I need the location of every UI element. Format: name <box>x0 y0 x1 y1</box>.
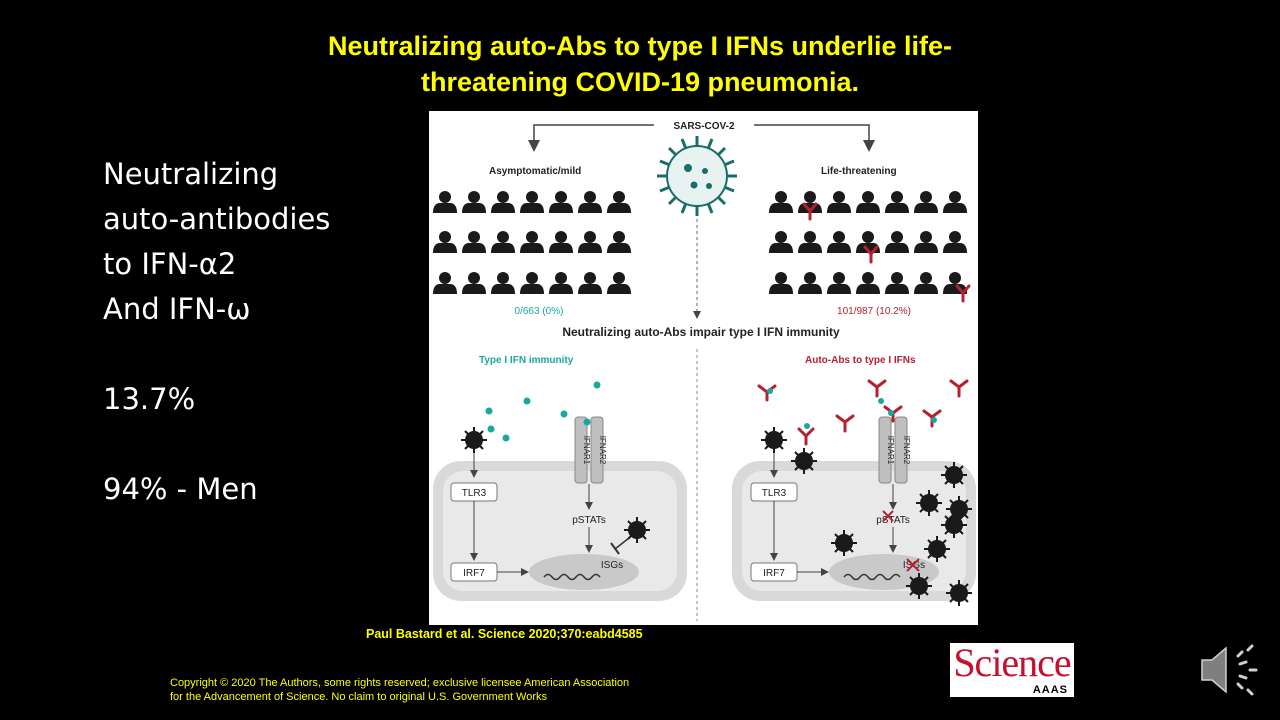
virus-label: SARS-COV-2 <box>673 121 735 132</box>
ifnar1-label: IFNAR1 <box>582 436 591 465</box>
slide-title: Neutralizing auto-Abs to type I IFNs und… <box>200 28 1080 100</box>
right-count: 101/987 (10.2%) <box>837 306 911 317</box>
aaas-logo-text: AAAS <box>1032 684 1068 696</box>
irf7-label-right: IRF7 <box>763 568 785 579</box>
figure-panel: SARS-COV-2 Asymptomatic/mild Life-threat… <box>429 111 978 625</box>
left-panel-title: Type I IFN immunity <box>479 355 574 366</box>
right-panel-title: Auto-Abs to type I IFNs <box>805 355 916 366</box>
left-cell-diagram: IFNAR1 IFNAR2 TLR3 IRF7 pSTATs ISGs <box>433 381 687 601</box>
bullet-line-3: to IFN-α2 <box>103 247 237 281</box>
science-logo-word: Science <box>953 640 1071 685</box>
main-caption: Neutralizing auto-Abs impair type I IFN … <box>562 325 840 339</box>
left-group-label: Asymptomatic/mild <box>489 166 581 177</box>
bullet-line-1: Neutralizing <box>103 157 279 191</box>
copyright-line-2: for the Advancement of Science. No claim… <box>170 691 548 703</box>
tlr3-label-right: TLR3 <box>762 488 787 499</box>
citation: Paul Bastard et al. Science 2020;370:eab… <box>366 627 643 641</box>
left-count: 0/663 (0%) <box>515 306 564 317</box>
right-group-label: Life-threatening <box>821 166 897 177</box>
tlr3-label: TLR3 <box>462 488 487 499</box>
isgs-label: ISGs <box>601 560 623 571</box>
copyright-notice: Copyright © 2020 The Authors, some right… <box>170 676 629 704</box>
pstats-label: pSTATs <box>572 515 606 526</box>
life-threatening-crowd <box>769 191 971 303</box>
right-cell-diagram: IFNAR1 IFNAR2 TLR3 IRF7 <box>732 379 976 607</box>
irf7-label: IRF7 <box>463 568 485 579</box>
ifnar2-label-right: IFNAR2 <box>902 436 911 465</box>
title-line-2: threatening COVID-19 pneumonia. <box>420 67 860 97</box>
speaker-icon-graphic <box>1201 644 1258 696</box>
stat-men: 94% - Men <box>103 472 258 506</box>
asymptomatic-crowd <box>433 191 631 294</box>
bullet-line-2: auto-antibodies <box>103 202 331 236</box>
figure-diagram: SARS-COV-2 Asymptomatic/mild Life-threat… <box>433 121 976 621</box>
speaker-icon[interactable] <box>1198 642 1262 698</box>
science-logo: Science AAAS <box>950 640 1074 697</box>
bullet-text: Neutralizing auto-antibodies to IFN-α2 A… <box>103 152 330 512</box>
copyright-line-1: Copyright © 2020 The Authors, some right… <box>170 677 630 689</box>
stat-percentage: 13.7% <box>103 382 196 416</box>
ifnar2-label: IFNAR2 <box>598 436 607 465</box>
bullet-line-4: And IFN-ω <box>103 292 251 326</box>
title-line-1: Neutralizing auto-Abs to type I IFNs und… <box>327 31 953 61</box>
ifnar1-label-right: IFNAR1 <box>886 436 895 465</box>
sars-cov-2-virus-icon <box>657 136 737 216</box>
